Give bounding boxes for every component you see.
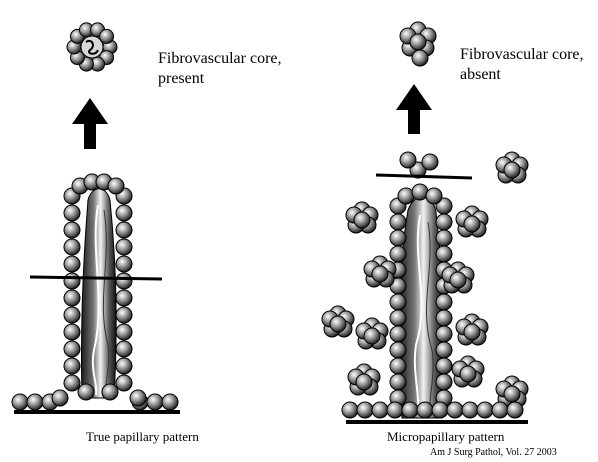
cell: [436, 294, 452, 310]
cell: [342, 402, 358, 418]
cell: [402, 402, 418, 418]
papilla-stalk: [81, 189, 116, 398]
cell: [447, 402, 463, 418]
cell: [64, 273, 80, 289]
cell: [116, 222, 132, 238]
cell: [116, 239, 132, 255]
cell: [100, 29, 114, 43]
cell: [78, 384, 94, 400]
cell: [507, 402, 523, 418]
cell: [504, 162, 520, 178]
cell: [410, 34, 426, 50]
up-arrow-icon: [396, 84, 432, 134]
cell: [436, 342, 452, 358]
cell: [64, 222, 80, 238]
cell: [162, 394, 178, 410]
cell: [64, 358, 80, 374]
cell: [116, 341, 132, 357]
cell: [390, 326, 406, 342]
cell: [422, 154, 438, 170]
cell: [108, 178, 124, 194]
detached-cell-cluster: [496, 152, 528, 183]
cell: [387, 402, 403, 418]
cell: [436, 230, 452, 246]
true-papillary-panel: [12, 23, 180, 412]
cell: [398, 188, 414, 204]
cell: [436, 374, 452, 390]
cell: [477, 402, 493, 418]
cell: [412, 50, 428, 66]
cell: [116, 358, 132, 374]
cell: [390, 294, 406, 310]
cell: [504, 386, 520, 402]
cell: [390, 214, 406, 230]
cross-section-line: [376, 175, 472, 178]
core-absent-label-line2: absent: [460, 65, 584, 85]
cell: [464, 216, 480, 232]
cell: [357, 402, 373, 418]
cell: [102, 384, 118, 400]
citation: Am J Surg Pathol, Vol. 27 2003: [430, 447, 557, 459]
cell: [372, 266, 388, 282]
cell: [492, 402, 508, 418]
cell: [390, 246, 406, 262]
cell: [147, 394, 163, 410]
cell: [64, 324, 80, 340]
cell: [436, 358, 452, 374]
cell: [432, 402, 448, 418]
cell: [436, 246, 452, 262]
cell: [116, 307, 132, 323]
cell: [64, 307, 80, 323]
cell: [116, 256, 132, 272]
cell: [390, 310, 406, 326]
cell: [27, 394, 43, 410]
core-absent-label-line1: Fibrovascular core,: [460, 45, 584, 65]
cell: [354, 212, 370, 228]
cell: [450, 272, 466, 288]
cell: [417, 402, 433, 418]
core-present-label-line1: Fibrovascular core,: [158, 49, 282, 69]
cell: [116, 205, 132, 221]
cell: [116, 290, 132, 306]
cell: [436, 214, 452, 230]
cell: [460, 366, 476, 382]
cell: [400, 152, 416, 168]
cross-section-without-core: [400, 22, 436, 66]
core-present-label: Fibrovascular core, present: [158, 49, 282, 89]
cell: [330, 316, 346, 332]
cell: [364, 328, 380, 344]
cell: [52, 390, 68, 406]
micropapillary-caption: Micropapillary pattern: [387, 429, 504, 444]
core-present-label-line2: present: [158, 69, 282, 89]
cell: [412, 184, 428, 200]
cell: [464, 324, 480, 340]
cross-section-with-core: [67, 23, 117, 71]
cell: [436, 310, 452, 326]
cell: [12, 394, 28, 410]
cell: [64, 256, 80, 272]
cell: [64, 239, 80, 255]
cell: [130, 390, 146, 406]
cell: [116, 324, 132, 340]
cell: [372, 402, 388, 418]
cell: [436, 326, 452, 342]
cell: [64, 375, 80, 391]
cell: [64, 205, 80, 221]
cell: [390, 230, 406, 246]
cell: [64, 290, 80, 306]
cell: [462, 402, 478, 418]
up-arrow-icon: [72, 98, 108, 149]
cell: [390, 374, 406, 390]
cell: [426, 188, 442, 204]
cell: [356, 374, 372, 390]
cross-section-line: [30, 277, 162, 279]
cell: [390, 358, 406, 374]
core-absent-label: Fibrovascular core, absent: [460, 45, 584, 85]
cell: [116, 375, 132, 391]
cell: [116, 273, 132, 289]
true-papillary-caption: True papillary pattern: [86, 429, 199, 444]
cell: [390, 342, 406, 358]
cell: [64, 341, 80, 357]
